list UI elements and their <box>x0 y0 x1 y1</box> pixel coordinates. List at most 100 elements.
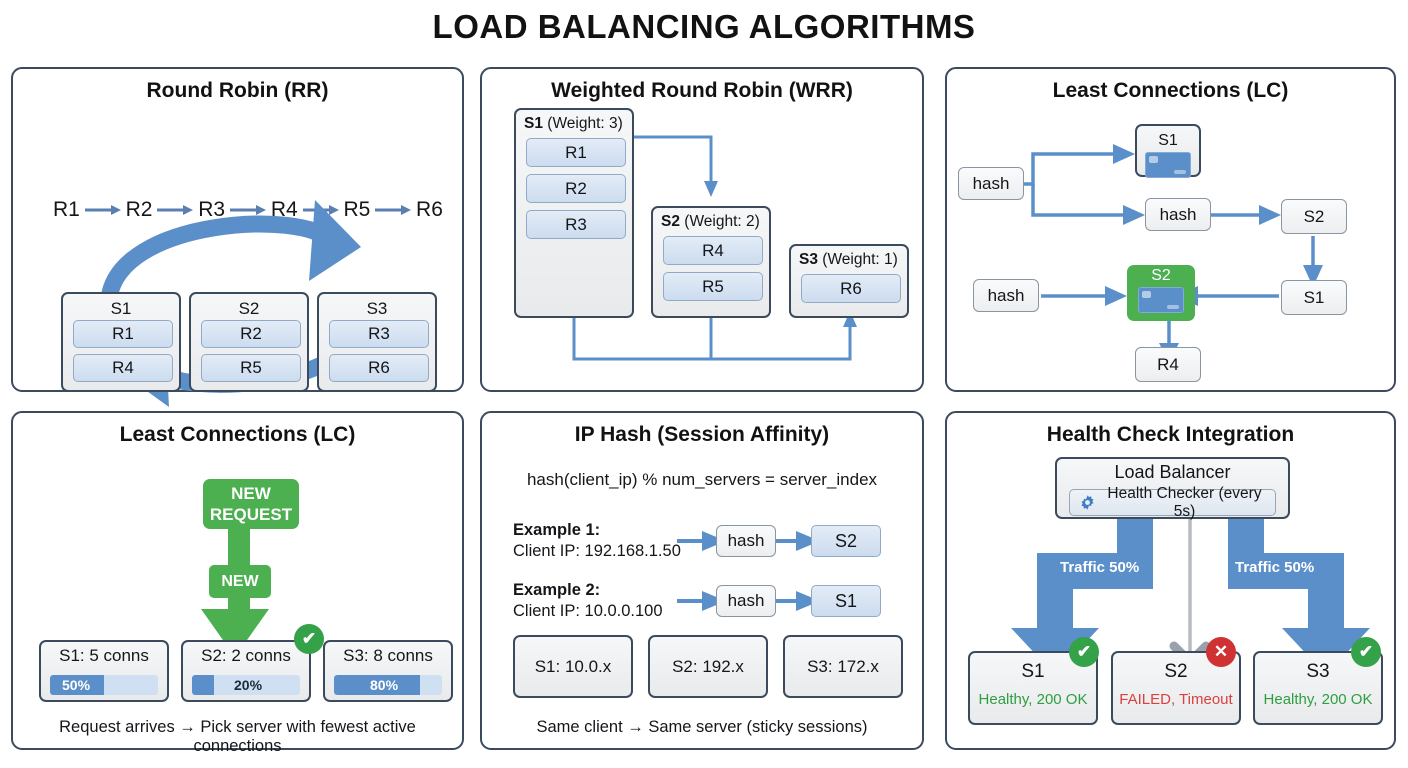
server-name: S1 <box>1158 132 1178 149</box>
check-icon: ✔ <box>1076 642 1092 661</box>
example-1-label: Example 1: Client IP: 192.168.1.50 <box>513 520 681 562</box>
server-name: S2 <box>238 299 260 318</box>
example-2-client: Client IP: 10.0.0.100 <box>513 602 663 620</box>
lc-bar-card-s1[interactable]: S1: 5 conns 50% <box>39 640 169 702</box>
load-balancer-label: Load Balancer <box>1114 462 1231 482</box>
status-badge-selected: ✔ <box>294 624 324 654</box>
server-name: S1 <box>1021 661 1045 682</box>
request-box: R3 <box>329 320 429 348</box>
lc-server-s1-right[interactable]: S1 <box>1281 280 1347 315</box>
progress-label: 80% <box>370 677 399 693</box>
gear-icon <box>1081 495 1094 510</box>
rr-server-s1[interactable]: S1 R1 R4 <box>61 292 181 392</box>
panel-least-connections-flow: Least Connections (LC) hash hash <box>945 67 1396 392</box>
traffic-label-right: Traffic 50% <box>1235 559 1315 576</box>
panel-health-check: Health Check Integration Traffic 50% Tra… <box>945 411 1396 750</box>
lc-hash-node-2[interactable]: hash <box>1145 198 1211 231</box>
request-box: R3 <box>526 210 626 239</box>
wrr-server-s1[interactable]: S1 (Weight: 3) R1 R2 R3 <box>514 108 634 318</box>
ip-hash-server-s3[interactable]: S3: 172.x <box>783 635 903 698</box>
lc-server-s2-right[interactable]: S2 <box>1281 199 1347 234</box>
new-request-badge[interactable]: NEW REQUEST <box>203 479 299 529</box>
new-arrow-label: NEW <box>209 565 271 598</box>
ip-hash-node-1[interactable]: hash <box>716 525 776 557</box>
example-1-title: Example 1: <box>513 521 601 539</box>
lc-result-r4[interactable]: R4 <box>1135 347 1201 382</box>
example-1-client: Client IP: 192.168.1.50 <box>513 542 681 560</box>
lc-server-s2-selected[interactable]: S2 <box>1127 265 1195 321</box>
progress-fill <box>192 675 214 695</box>
request-box: R6 <box>329 354 429 382</box>
server-name: S3 <box>366 299 388 318</box>
server-weight-label: S1 (Weight: 3) <box>524 115 623 133</box>
lc-server-s1-top[interactable]: S1 <box>1135 124 1201 178</box>
ip-hash-target-1[interactable]: S2 <box>811 525 881 557</box>
connection-progress-bar: 50% <box>50 675 158 695</box>
wrr-connectors <box>572 135 857 361</box>
request-box: R5 <box>663 272 763 301</box>
request-box: R1 <box>73 320 173 348</box>
rr-server-s2[interactable]: S2 R2 R5 <box>189 292 309 392</box>
status-badge-s2: ✕ <box>1206 637 1236 667</box>
progress-label: 50% <box>62 677 91 693</box>
example-2-label: Example 2: Client IP: 10.0.0.100 <box>513 580 663 622</box>
request-box: R2 <box>201 320 301 348</box>
ip-hash-server-s2[interactable]: S2: 192.x <box>648 635 768 698</box>
panel-least-connections-bars: Least Connections (LC) NEW REQUEST NEW S… <box>11 411 464 755</box>
server-name: S1 <box>110 299 132 318</box>
health-checker-label: Health Checker (every 5s) <box>1107 484 1262 520</box>
health-checker-chip[interactable]: Health Checker (every 5s) <box>1069 485 1276 520</box>
load-balancer-box[interactable]: Load Balancer Health Checker (every 5s) <box>1055 457 1290 520</box>
arrow-icon <box>229 205 266 215</box>
check-icon: ✔ <box>1358 642 1374 661</box>
server-weight-label: S3 (Weight: 1) <box>799 251 898 269</box>
server-name: S2 <box>1164 661 1188 682</box>
lc-bar-card-s3[interactable]: S3: 8 conns 80% <box>323 640 453 702</box>
ip-hash-target-2[interactable]: S1 <box>811 585 881 617</box>
ip-hash-formula: hash(client_ip) % num_servers = server_i… <box>526 470 878 489</box>
check-icon: ✔ <box>301 629 317 648</box>
lc-hash-node-3[interactable]: hash <box>973 279 1039 312</box>
panel-title-ip-hash: IP Hash (Session Affinity) <box>574 423 830 446</box>
arrow-icon <box>84 205 121 215</box>
rr-server-s3[interactable]: S3 R3 R6 <box>317 292 437 392</box>
arrow-icon <box>375 205 412 215</box>
server-name: S3 <box>1306 661 1330 682</box>
server-icon <box>1138 287 1184 313</box>
arrow-icon <box>157 205 194 215</box>
server-status: Healthy, 200 OK <box>1263 691 1373 708</box>
health-server-s3[interactable]: S3 Healthy, 200 OK <box>1253 651 1383 725</box>
server-icon <box>1145 152 1191 178</box>
server-status: FAILED, Timeout <box>1119 691 1233 708</box>
traffic-label-left: Traffic 50% <box>1060 559 1140 576</box>
server-label: S1: 5 conns <box>59 646 149 665</box>
panel-ip-hash: IP Hash (Session Affinity) hash(client_i… <box>480 411 924 750</box>
panel-weighted-round-robin: Weighted Round Robin (WRR) S1 (Weight: 3… <box>480 67 924 392</box>
wrr-server-s3[interactable]: S3 (Weight: 1) R6 <box>789 244 909 318</box>
lc-hash-node-1[interactable]: hash <box>958 167 1024 200</box>
connection-progress-bar: 20% <box>192 675 300 695</box>
server-weight-label: S2 (Weight: 2) <box>661 213 760 231</box>
panel-round-robin: Round Robin (RR) R1 R2 R3 R4 R5 R6 S1 R1 <box>11 67 464 407</box>
lc-bar-card-s2[interactable]: S2: 2 conns 20% <box>181 640 311 702</box>
server-name: S2 <box>1151 267 1171 284</box>
lc-flow-connectors <box>1007 144 1323 363</box>
server-label: S2: 2 conns <box>201 646 291 665</box>
panel-title-lc-flow: Least Connections (LC) <box>1052 79 1289 102</box>
weight-value: (Weight: 3) <box>547 115 623 132</box>
weight-value: (Weight: 2) <box>684 213 760 230</box>
ip-hash-server-s1[interactable]: S1: 10.0.x <box>513 635 633 698</box>
request-box: R5 <box>201 354 301 382</box>
server-label: S3: 8 conns <box>343 646 433 665</box>
wrr-server-s2[interactable]: S2 (Weight: 2) R4 R5 <box>651 206 771 318</box>
server-name: S1 <box>524 115 543 132</box>
request-box: R4 <box>73 354 173 382</box>
progress-label: 20% <box>234 677 263 693</box>
page-title: LOAD BALANCING ALGORITHMS <box>432 8 976 45</box>
weight-value: (Weight: 1) <box>822 251 898 268</box>
panel-title-round-robin: Round Robin (RR) <box>146 79 329 102</box>
ip-hash-node-2[interactable]: hash <box>716 585 776 617</box>
request-box: R1 <box>526 138 626 167</box>
sequence-item: R6 <box>416 198 443 221</box>
request-box: R2 <box>526 174 626 203</box>
